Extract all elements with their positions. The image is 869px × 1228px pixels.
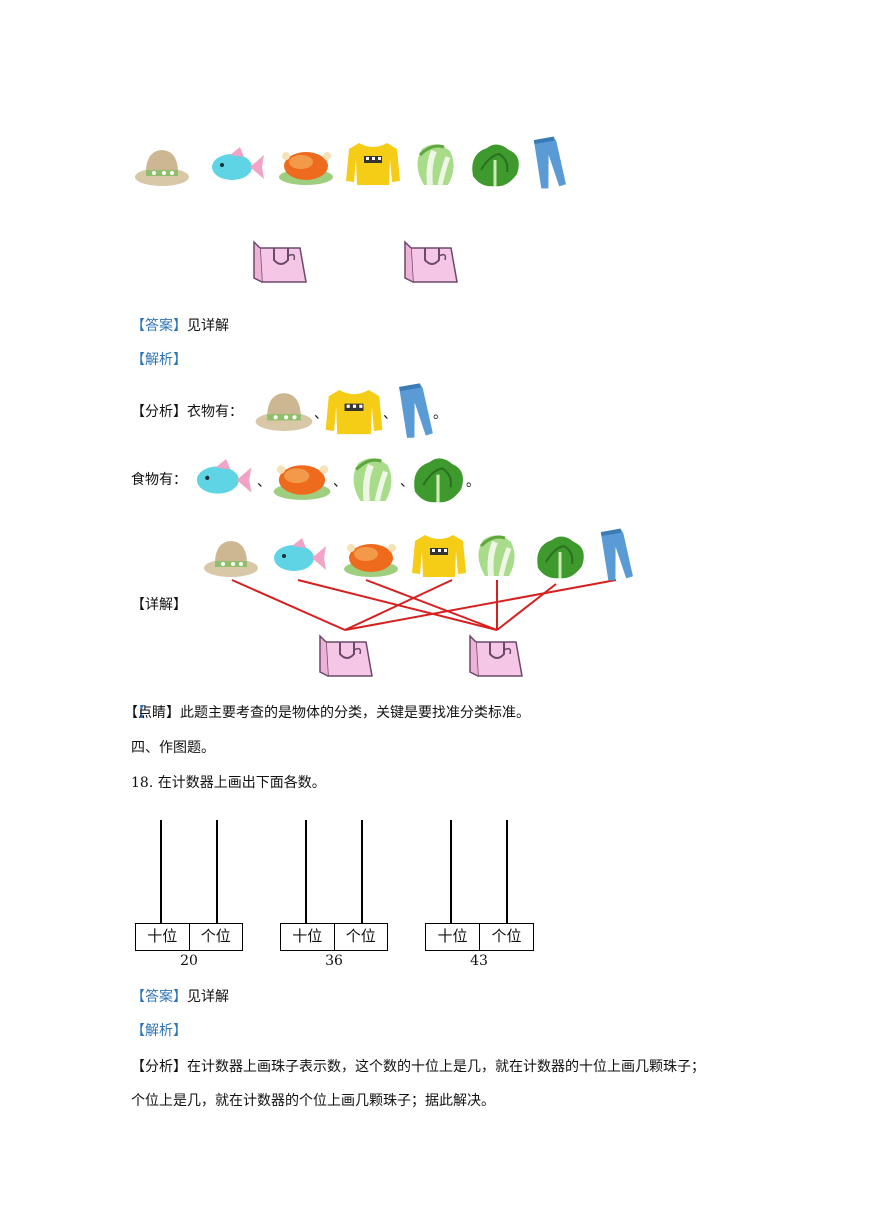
jeans-icon [532, 135, 567, 190]
answer-tag: 【答案】 [131, 989, 187, 1005]
section-four-heading: 四、作图题。 [131, 740, 215, 756]
shopping-bag-icon [319, 635, 373, 677]
shopping-bag-icon [469, 635, 523, 677]
q18-analysis-line-1: 【分析】在计数器上画珠子表示数，这个数的十位上是几，就在计数器的十位上画几颗珠子… [131, 1059, 705, 1075]
food-prefix: 食物有： [131, 472, 187, 488]
abacus-base: 十位 个位 [280, 923, 388, 951]
tens-rod[interactable] [450, 820, 452, 923]
analysis-tag: 【解析】 [131, 352, 187, 368]
ones-rod[interactable] [361, 820, 363, 923]
tens-rod[interactable] [305, 820, 307, 923]
ones-rod[interactable] [216, 820, 218, 923]
answer-line: 【答案】见详解 [131, 316, 229, 336]
sweater-icon [325, 390, 383, 435]
question-items-row [135, 135, 567, 283]
ones-label: 个位 [333, 924, 388, 950]
roast-chicken-icon [344, 544, 398, 577]
shopping-bag-icon [404, 241, 458, 283]
roast-chicken-icon [273, 465, 331, 500]
abacus-base: 十位 个位 [135, 923, 243, 951]
q18-analysis-line-2: 个位上是几，就在计数器的个位上画几颗珠子；据此解决。 [131, 1093, 495, 1109]
roast-chicken-icon [279, 152, 333, 185]
tens-label: 十位 [292, 927, 323, 945]
separator: 、 [383, 406, 397, 422]
detail-tag: 【详解】 [131, 597, 187, 613]
abacus-number: 20 [180, 953, 198, 969]
fish-icon [212, 147, 264, 180]
tens-label: 十位 [437, 927, 468, 945]
period: 。 [466, 474, 480, 490]
ones-rod[interactable] [506, 820, 508, 923]
cabbage-icon [478, 535, 514, 576]
tens-label: 十位 [147, 927, 178, 945]
separator: 、 [333, 474, 347, 490]
jeans-icon [599, 527, 634, 582]
hat-icon [135, 150, 189, 186]
separator: 、 [314, 406, 328, 422]
abacus-number: 36 [325, 953, 343, 969]
period: 。 [433, 406, 447, 422]
jeans-icon [398, 382, 434, 439]
tip-text: 【点睛】此题主要考查的是物体的分类，关键是要找准分类标准。 [131, 705, 530, 721]
hat-icon [255, 393, 313, 431]
fish-icon [196, 459, 252, 494]
ones-label: 个位 [479, 924, 533, 950]
hat-icon [204, 541, 258, 577]
abacus-base: 十位 个位 [425, 923, 534, 951]
connector-lines [231, 579, 617, 631]
cabbage-icon [417, 144, 453, 185]
q18-answer-line: 【答案】见详解 [131, 987, 229, 1007]
answer-text: 见详解 [187, 318, 229, 334]
lettuce-icon [412, 456, 465, 504]
cabbage-icon [354, 458, 392, 501]
tip-line: 【【点睛】此题主要考查的是物体的分类，关键是要找准分类标准。 [131, 705, 530, 721]
sweater-icon [412, 535, 466, 577]
sweater-icon [346, 143, 400, 185]
answer-text: 见详解 [187, 989, 229, 1005]
shopping-bag-icon [253, 241, 307, 283]
answer-tag: 【答案】 [131, 318, 187, 334]
fish-icon [274, 538, 326, 571]
q18-analysis-tag: 【解析】 [131, 1023, 187, 1039]
tens-rod[interactable] [160, 820, 162, 923]
lettuce-icon [470, 142, 521, 188]
separator: 、 [257, 474, 271, 490]
clothing-prefix: 【分析】衣物有： [131, 404, 243, 420]
q18-prompt: 18. 在计数器上画出下面各数。 [131, 775, 326, 791]
abacus-number: 43 [470, 953, 488, 969]
ones-label: 个位 [188, 924, 243, 950]
separator: 、 [400, 474, 414, 490]
lettuce-icon [535, 534, 586, 580]
